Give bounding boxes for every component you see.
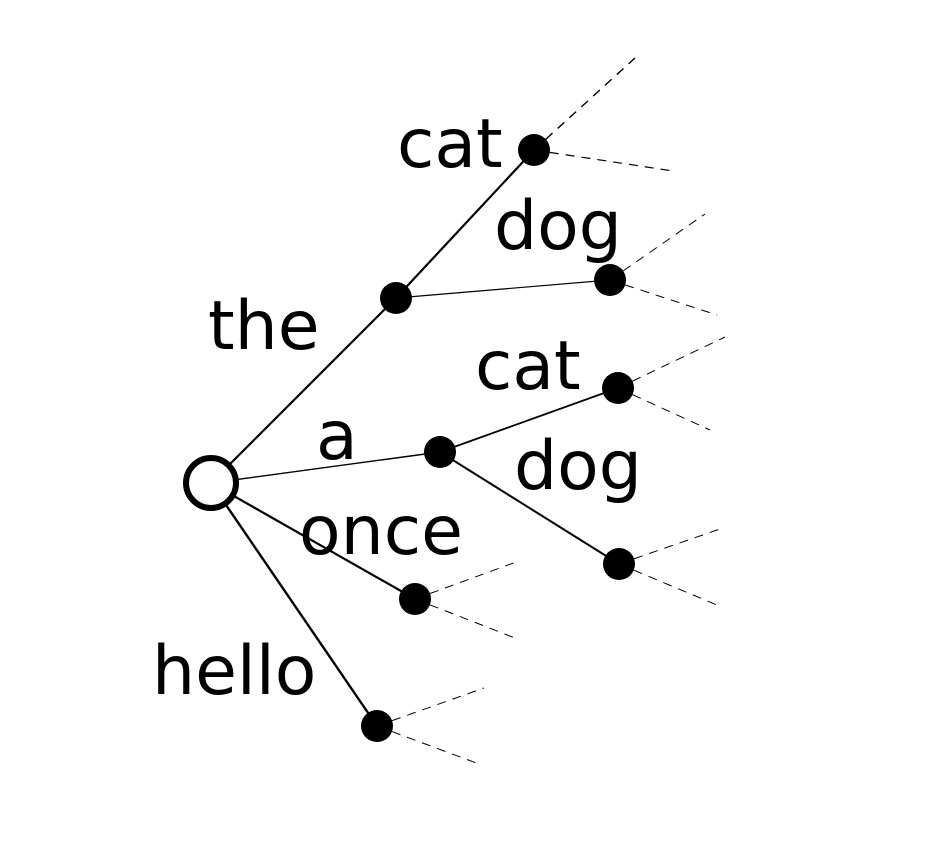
node-once [399, 583, 431, 615]
node-a-dog [603, 548, 635, 580]
label-once: once [299, 492, 463, 571]
edge-once [209, 481, 417, 601]
node-a [424, 436, 456, 468]
continuation-edge-a-cat-0 [617, 336, 726, 389]
edge-hello [209, 481, 379, 728]
node-the-dog [594, 264, 626, 296]
continuation-edge-hello-1 [376, 725, 480, 765]
edge-the-dog [395, 279, 611, 299]
continuation-edge-the-dog-1 [609, 279, 718, 316]
node-the [380, 282, 412, 314]
root-node [183, 455, 239, 511]
edge-the [209, 296, 398, 485]
label-the-cat: cat [397, 105, 503, 184]
continuation-edges [376, 57, 726, 765]
tree-edges [209, 148, 620, 728]
label-a-dog: dog [514, 427, 642, 506]
label-hello: hello [152, 632, 316, 711]
node-a-cat [602, 372, 634, 404]
label-a-cat: cat [475, 327, 581, 406]
continuation-edge-the-cat-0 [533, 57, 636, 151]
edge-a-dog [439, 451, 620, 565]
continuation-edge-once-0 [414, 560, 520, 600]
label-a: a [316, 397, 358, 476]
label-the: the [208, 287, 320, 366]
continuation-edge-hello-0 [376, 687, 485, 727]
edge-a [210, 451, 441, 484]
continuation-edge-a-cat-1 [617, 387, 711, 431]
continuation-edge-the-dog-0 [609, 213, 706, 281]
continuation-edge-a-dog-0 [618, 528, 721, 565]
continuation-edge-a-dog-1 [618, 563, 718, 606]
edge-a-cat [439, 387, 619, 453]
tree-nodes [183, 134, 635, 742]
edge-the-cat [394, 148, 536, 300]
label-the-dog: dog [494, 187, 622, 266]
node-the-cat [518, 134, 550, 166]
continuation-edge-the-cat-1 [533, 149, 674, 172]
continuation-edge-once-1 [414, 598, 516, 639]
node-hello [361, 710, 393, 742]
